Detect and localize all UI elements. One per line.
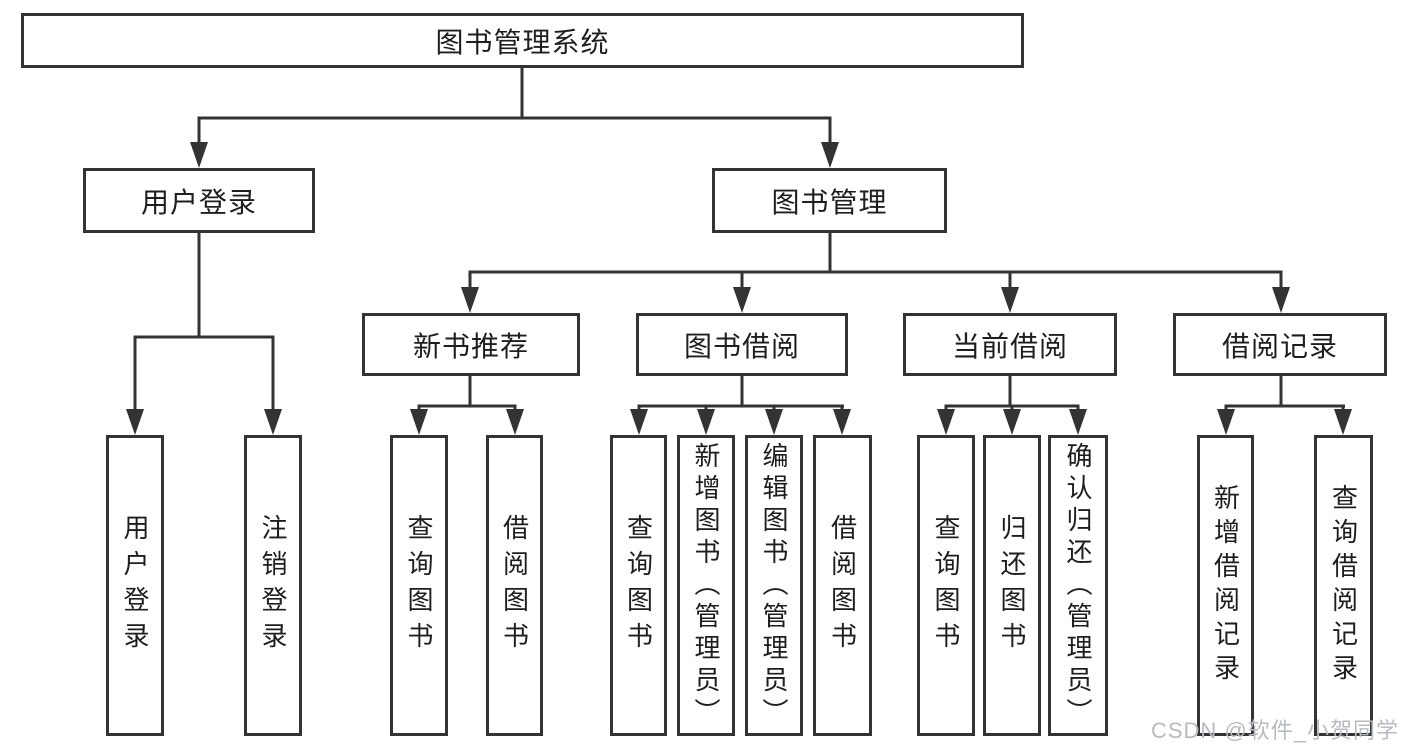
leaf-add-borrow-record-label: 新增借阅记录 [1210, 483, 1241, 688]
leaf-borrow-books-1: 借阅图书 [486, 435, 543, 736]
leaf-return-books: 归还图书 [983, 435, 1041, 736]
leaf-query-books-3-label: 查询图书 [931, 513, 961, 658]
leaf-borrow-books-2: 借阅图书 [813, 435, 872, 736]
node-borrow-records: 借阅记录 [1173, 313, 1387, 376]
leaf-add-books-admin: 新增图书（管理员） [677, 435, 735, 736]
leaf-query-books-1: 查询图书 [390, 435, 448, 736]
leaf-confirm-return-admin: 确认归还（管理员） [1048, 435, 1108, 736]
node-new-book-recommend: 新书推荐 [362, 313, 580, 376]
leaf-add-books-admin-label: 新增图书（管理员） [691, 441, 721, 730]
leaf-add-borrow-record: 新增借阅记录 [1197, 435, 1254, 736]
node-current-borrow: 当前借阅 [903, 313, 1117, 376]
leaf-edit-books-admin: 编辑图书（管理员） [745, 435, 803, 736]
leaf-borrow-books-2-label: 借阅图书 [827, 513, 858, 658]
node-root: 图书管理系统 [21, 13, 1024, 68]
leaf-edit-books-admin-label: 编辑图书（管理员） [759, 441, 789, 730]
watermark: CSDN @软件_小贺同学 [1150, 718, 1399, 743]
node-book-management: 图书管理 [712, 168, 947, 233]
leaf-borrow-books-1-label: 借阅图书 [499, 513, 530, 658]
leaf-user-login-label: 用户登录 [120, 513, 150, 658]
leaf-logout: 注销登录 [244, 435, 302, 736]
leaf-query-books-2: 查询图书 [610, 435, 667, 736]
leaf-query-borrow-record: 查询借阅记录 [1314, 435, 1373, 736]
leaf-return-books-label: 归还图书 [997, 513, 1027, 658]
leaf-query-books-1-label: 查询图书 [404, 513, 434, 658]
leaf-logout-label: 注销登录 [258, 513, 288, 658]
leaf-query-books-2-label: 查询图书 [623, 513, 654, 658]
leaf-query-books-3: 查询图书 [917, 435, 975, 736]
leaf-query-borrow-record-label: 查询借阅记录 [1328, 483, 1359, 688]
node-book-borrow: 图书借阅 [636, 313, 848, 376]
node-user-login: 用户登录 [83, 168, 315, 233]
leaf-user-login: 用户登录 [106, 435, 164, 736]
leaf-confirm-return-admin-label: 确认归还（管理员） [1063, 441, 1093, 730]
